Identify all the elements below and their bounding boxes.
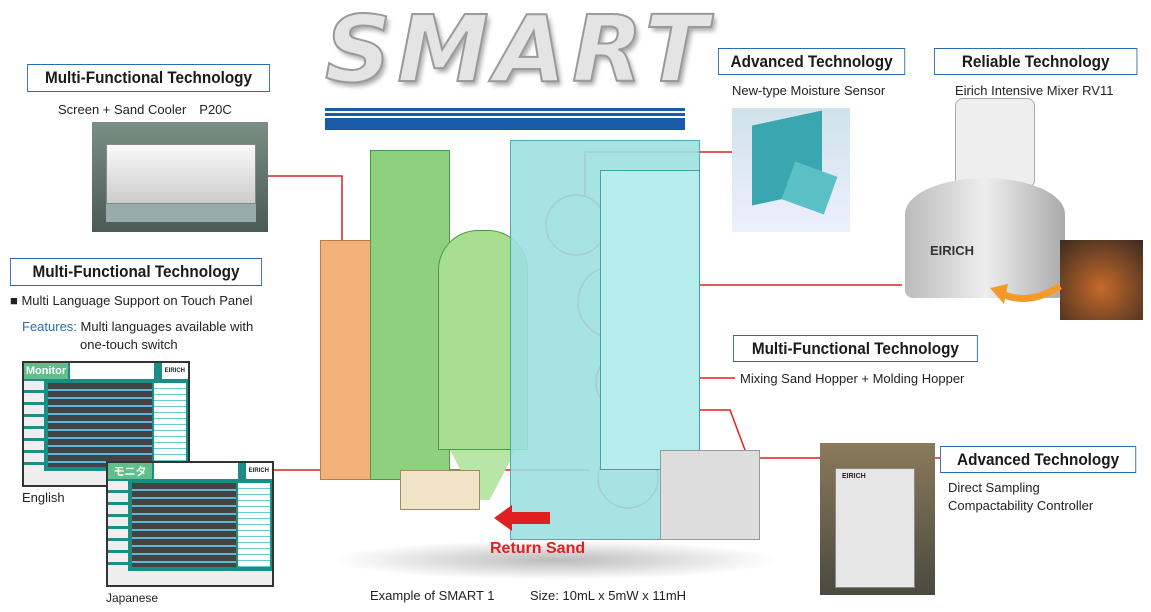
features-line-2: one-touch switch xyxy=(80,337,178,352)
sand-cooler-photo xyxy=(92,122,268,232)
smart-logo: SMART xyxy=(324,0,708,130)
eirich-mixer-photo: EIRICH xyxy=(895,98,1085,303)
compactability-caption: Compactability Controller xyxy=(948,498,1094,513)
moisture-sensor-caption: New-type Moisture Sensor xyxy=(732,83,886,98)
direct-sampling-caption: Direct Sampling xyxy=(948,480,1040,495)
reliable-technology-title: Reliable Technology xyxy=(934,48,1138,75)
compactability-controller-photo: EIRICH xyxy=(820,443,935,595)
plant-illustration xyxy=(310,130,790,580)
multi-functional-title-3: Multi-Functional Technology xyxy=(733,335,978,362)
japanese-label: Japanese xyxy=(106,591,159,605)
hopper-caption: Mixing Sand Hopper + Molding Hopper xyxy=(740,371,965,386)
features-line: Features: Multi languages available with xyxy=(22,319,254,334)
advanced-technology-title-2: Advanced Technology xyxy=(940,446,1137,473)
advanced-technology-title-1: Advanced Technology xyxy=(718,48,906,75)
size-caption: Size: 10mL x 5mW x 11mH xyxy=(530,588,687,603)
return-sand-arrow-icon xyxy=(494,505,550,531)
example-caption: Example of SMART 1 xyxy=(370,588,495,603)
multi-functional-title-2: Multi-Functional Technology xyxy=(10,258,262,286)
multi-language-bullet: ■ Multi Language Support on Touch Panel xyxy=(10,293,253,308)
intensive-mixer-caption: Eirich Intensive Mixer RV11 xyxy=(955,83,1114,98)
multi-functional-title-1: Multi-Functional Technology xyxy=(27,64,270,92)
moisture-sensor-photo xyxy=(732,108,850,232)
curved-arrow-icon xyxy=(990,283,1062,304)
screen-sand-cooler-caption: Screen + Sand Cooler P20C xyxy=(58,102,232,117)
mixer-inside-photo xyxy=(1060,240,1143,320)
return-sand-label: Return Sand xyxy=(490,540,586,557)
touch-panel-japanese: モニタ EIRICH xyxy=(106,461,274,587)
english-label: English xyxy=(22,490,65,505)
